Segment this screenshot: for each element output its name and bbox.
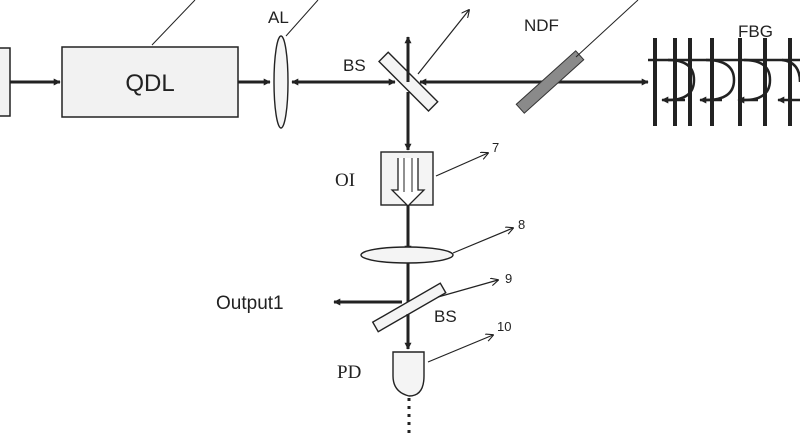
fiber-bragg-grating bbox=[648, 38, 800, 126]
pd-shape bbox=[392, 351, 425, 397]
ndf-plate bbox=[515, 50, 585, 114]
fbg-label: FBG bbox=[738, 22, 773, 41]
pd-pointer bbox=[427, 335, 493, 363]
lens-pointer bbox=[452, 228, 513, 254]
photodetector: PD bbox=[337, 351, 425, 397]
qdl-label: QDL bbox=[125, 70, 174, 97]
oi-pointer bbox=[435, 153, 488, 177]
al-leader-line bbox=[285, 0, 319, 37]
neutral-density-filter: NDF bbox=[515, 0, 639, 114]
output1-label: Output1 bbox=[216, 293, 284, 314]
ndf-leader-line bbox=[575, 0, 639, 58]
callout-7: 7 bbox=[492, 140, 499, 155]
pd-label: PD bbox=[337, 362, 361, 383]
al-label: AL bbox=[268, 8, 289, 27]
aspheric-lens: AL bbox=[268, 0, 319, 129]
callout-9: 9 bbox=[505, 271, 512, 286]
oi-label: OI bbox=[335, 170, 355, 191]
qdl-leader-line bbox=[151, 0, 196, 46]
callout-8: 8 bbox=[518, 217, 525, 232]
left-source-box bbox=[0, 47, 11, 117]
bs-bottom-plate bbox=[371, 282, 447, 333]
callout-10: 10 bbox=[497, 319, 511, 334]
focusing-lens bbox=[360, 246, 454, 264]
qdl-laser: QDL bbox=[61, 46, 239, 118]
bs-bottom-label: BS bbox=[434, 307, 457, 326]
bs-top-label: BS bbox=[343, 56, 366, 75]
bs-bottom-pointer bbox=[437, 280, 498, 298]
beam-splitter-bottom: BS bbox=[371, 282, 457, 333]
al-lens-shape bbox=[273, 35, 289, 129]
bs-top-pointer bbox=[417, 10, 469, 75]
optical-isolator: OI bbox=[335, 151, 434, 207]
ndf-label: NDF bbox=[524, 16, 559, 35]
